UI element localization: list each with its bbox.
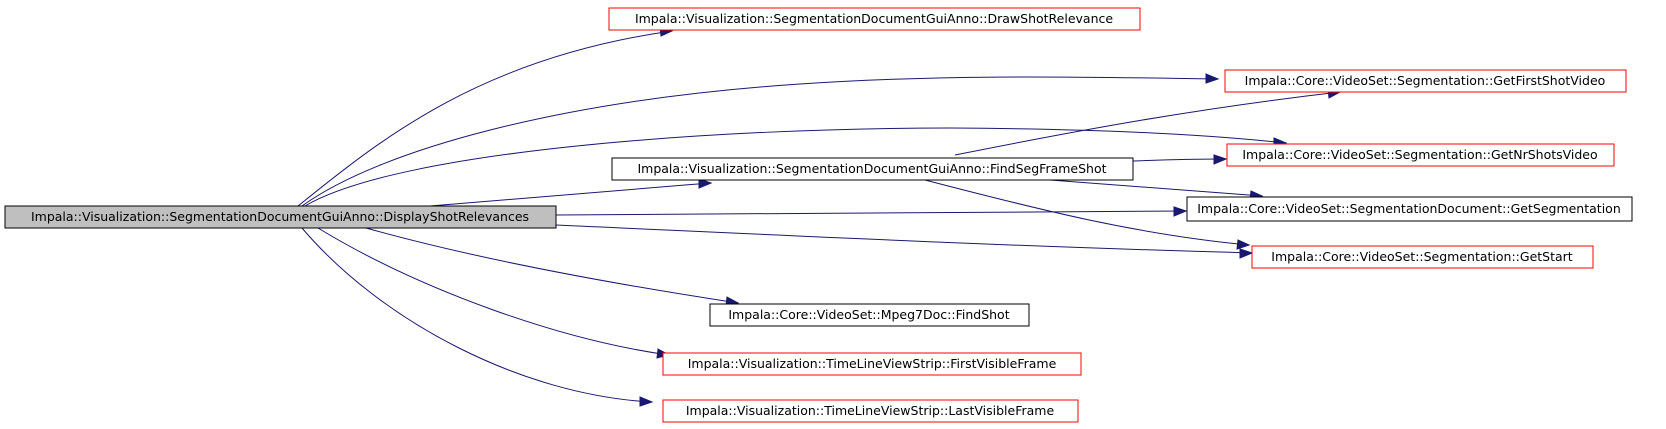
edge-display-to-get-first-shot-video [301,73,1220,207]
edge-display-to-get-segmentation [555,206,1188,217]
node-find-seg-frame-shot[interactable]: Impala::Visualization::SegmentationDocum… [611,157,1134,181]
node-display-shot-relevances[interactable]: Impala::Visualization::SegmentationDocum… [4,205,557,229]
node-get-first-shot-video[interactable]: Impala::Core::VideoSet::Segmentation::Ge… [1224,69,1627,93]
node-label-draw-shot-relevance: Impala::Visualization::SegmentationDocum… [635,11,1113,26]
node-label-get-first-shot-video: Impala::Core::VideoSet::Segmentation::Ge… [1245,73,1606,88]
edge-display-to-find-seg-frame-shot [429,178,713,207]
node-first-visible-frame[interactable]: Impala::Visualization::TimeLineViewStrip… [662,352,1082,376]
edge-display-to-find-shot [365,227,740,307]
edge-display-to-last-visible-frame [301,227,654,407]
node-label-find-shot: Impala::Core::VideoSet::Mpeg7Doc::FindSh… [728,307,1009,322]
nodes-layer: Impala::Visualization::SegmentationDocum… [4,7,1633,423]
node-label-get-start: Impala::Core::VideoSet::Segmentation::Ge… [1271,249,1573,264]
node-find-shot[interactable]: Impala::Core::VideoSet::Mpeg7Doc::FindSh… [709,303,1030,327]
node-get-nr-shots-video[interactable]: Impala::Core::VideoSet::Segmentation::Ge… [1226,143,1615,167]
node-label-first-visible-frame: Impala::Visualization::TimeLineViewStrip… [688,356,1057,371]
edge-display-to-get-start [555,224,1254,259]
node-get-segmentation[interactable]: Impala::Core::VideoSet::SegmentationDocu… [1186,196,1633,222]
node-last-visible-frame[interactable]: Impala::Visualization::TimeLineViewStrip… [662,399,1079,423]
node-label-display-shot-relevances: Impala::Visualization::SegmentationDocum… [31,209,529,224]
node-draw-shot-relevance[interactable]: Impala::Visualization::SegmentationDocum… [608,7,1141,31]
node-label-find-seg-frame-shot: Impala::Visualization::SegmentationDocum… [637,161,1106,176]
node-get-start[interactable]: Impala::Core::VideoSet::Segmentation::Ge… [1251,245,1594,269]
edges-layer [297,26,1342,407]
edge-find-seg-frame-shot-to-get-start [924,179,1251,250]
node-label-get-segmentation: Impala::Core::VideoSet::SegmentationDocu… [1197,201,1621,216]
node-label-last-visible-frame: Impala::Visualization::TimeLineViewStrip… [686,403,1055,418]
node-label-get-nr-shots-video: Impala::Core::VideoSet::Segmentation::Ge… [1242,147,1597,162]
edge-find-seg-frame-shot-to-get-nr-shots-video [1132,154,1228,165]
